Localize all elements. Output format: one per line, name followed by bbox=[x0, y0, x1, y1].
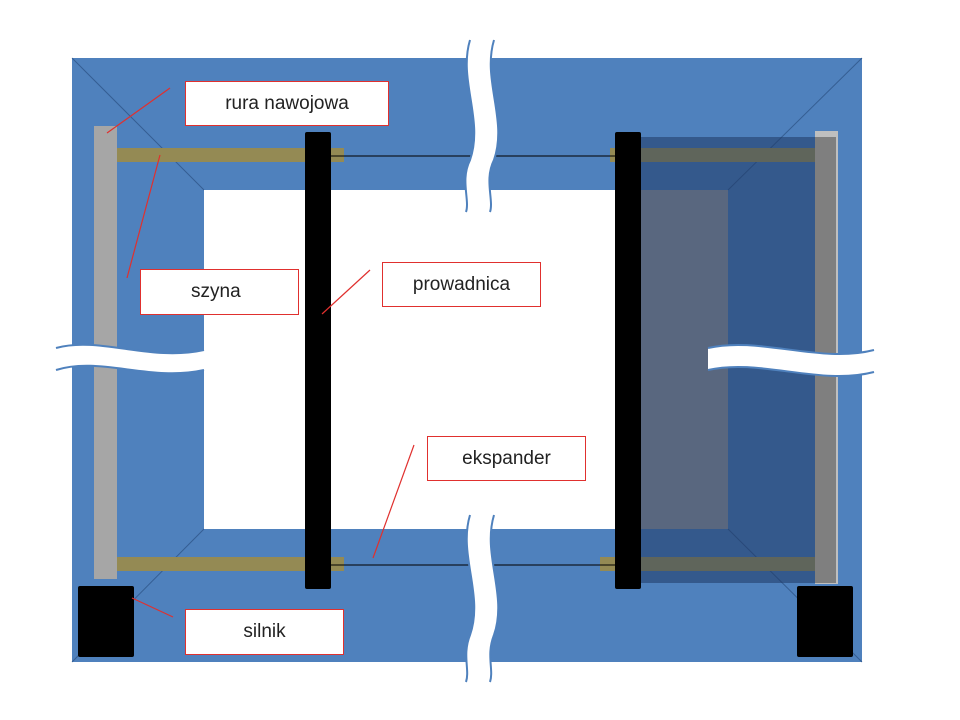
leader-rura bbox=[106, 87, 171, 134]
motor-right bbox=[797, 586, 853, 657]
guide-bar-right bbox=[615, 132, 641, 589]
label-prowadnica: prowadnica bbox=[382, 262, 541, 307]
break-mark-right bbox=[707, 343, 875, 378]
leader-szyna bbox=[126, 154, 161, 279]
break-mark-left bbox=[55, 343, 205, 375]
rail-top-right bbox=[610, 148, 818, 162]
leader-prowadnica bbox=[321, 269, 371, 315]
rail-top-right-shade bbox=[633, 148, 818, 162]
label-szyna: szyna bbox=[140, 269, 299, 315]
label-rura-nawojowa: rura nawojowa bbox=[185, 81, 389, 126]
leader-silnik bbox=[131, 597, 174, 618]
label-silnik: silnik bbox=[185, 609, 344, 655]
label-ekspander: ekspander bbox=[427, 436, 586, 481]
motor-left bbox=[78, 586, 134, 657]
leader-ekspander bbox=[372, 444, 415, 559]
leader-lines bbox=[106, 87, 415, 618]
break-mark-bottom bbox=[465, 514, 500, 683]
rail-bottom-left bbox=[116, 557, 344, 571]
guide-bar-left bbox=[305, 132, 331, 589]
rail-bottom-right-shade bbox=[633, 557, 818, 571]
rail-bottom-right bbox=[600, 557, 818, 571]
rail-top-left bbox=[116, 148, 344, 162]
break-mark-top bbox=[464, 39, 500, 213]
